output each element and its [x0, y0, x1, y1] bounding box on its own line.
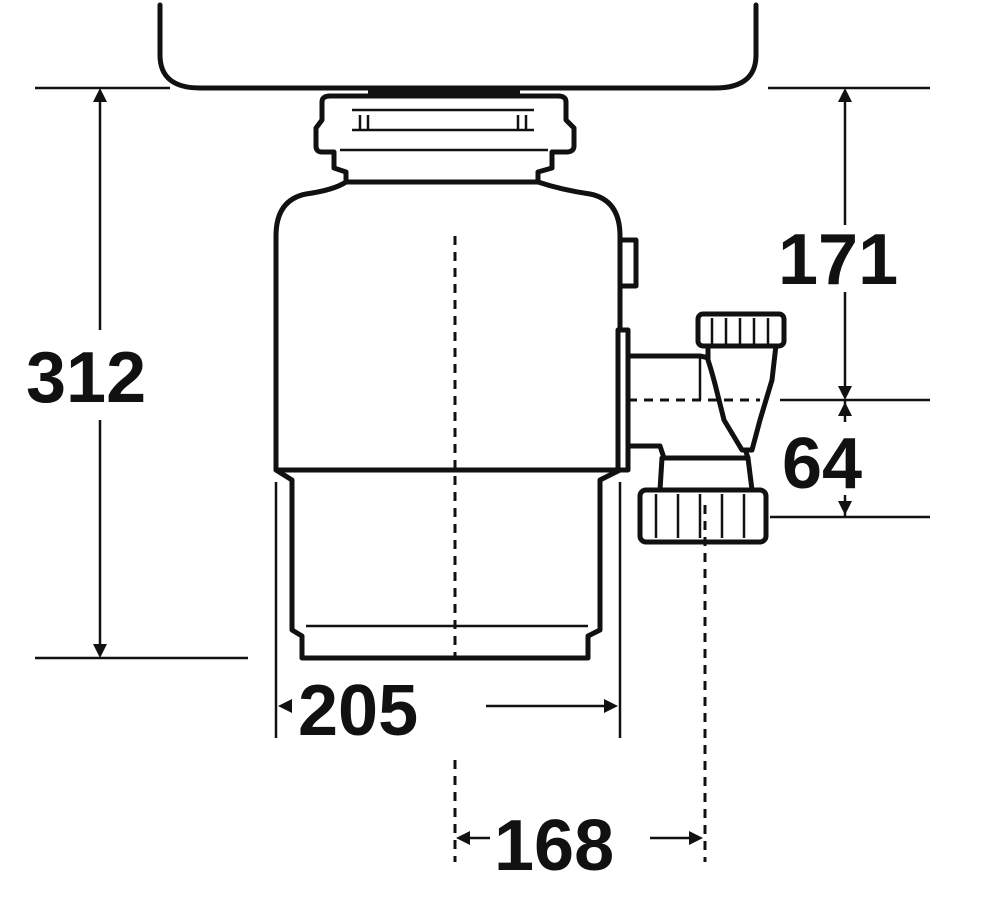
reset-button-housing	[617, 237, 639, 289]
dimension-168: 168	[456, 806, 703, 886]
sink-flange-plate	[368, 86, 520, 96]
disposer-lower-body	[273, 467, 623, 661]
mount-collar	[313, 93, 577, 189]
dimension-312: 312	[26, 86, 248, 660]
dimension-label-64: 64	[782, 424, 862, 504]
disposer-upper-body	[273, 179, 623, 473]
dimension-64: 64	[770, 400, 930, 519]
outlet-nut	[637, 455, 769, 545]
dimension-171: 171	[768, 86, 930, 402]
dimension-label-171: 171	[778, 220, 898, 300]
vent-pipe	[695, 311, 787, 453]
dimension-label-168: 168	[494, 806, 614, 886]
dimension-label-205: 205	[298, 671, 418, 751]
dimension-label-312: 312	[26, 338, 146, 418]
sink-bowl	[157, 2, 759, 91]
dimension-205: 205	[274, 482, 622, 751]
